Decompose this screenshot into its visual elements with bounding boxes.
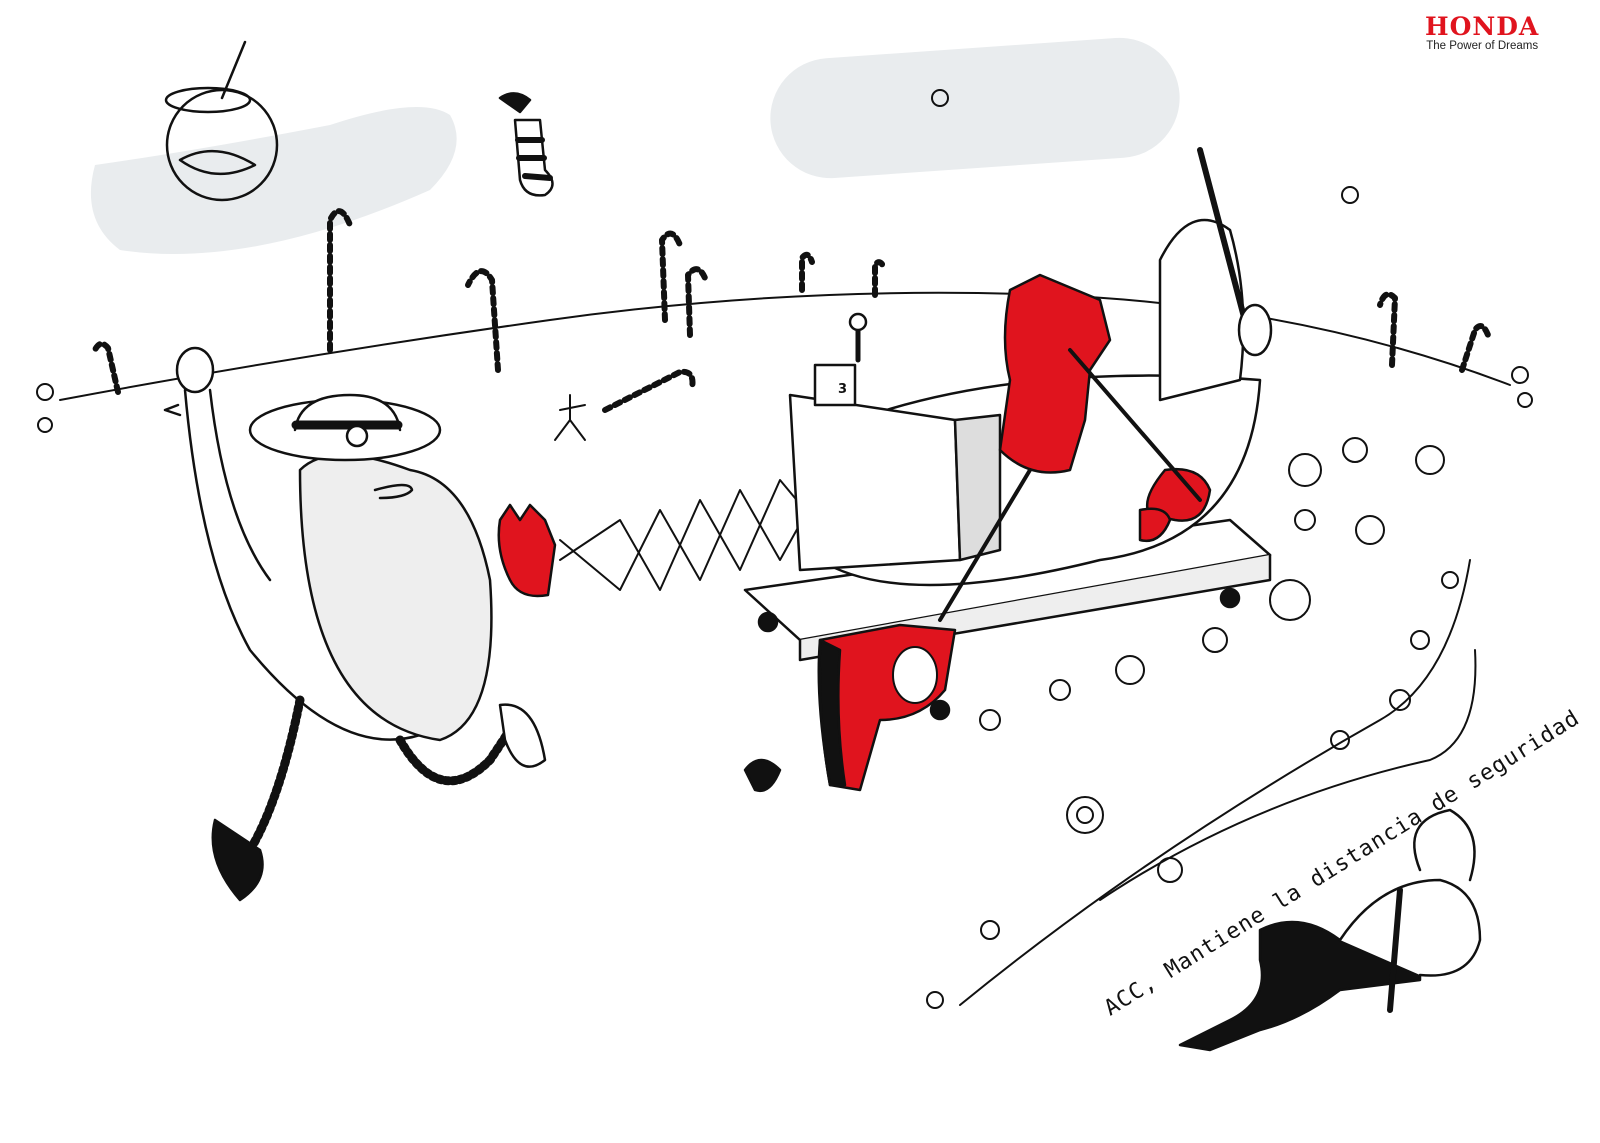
candy-canes xyxy=(91,208,1491,413)
small-elf xyxy=(554,394,586,441)
machine-dial-number: 3 xyxy=(838,382,848,397)
brand-slogan: The Power of Dreams xyxy=(1426,40,1539,52)
dust-clouds xyxy=(979,437,1445,731)
clouds xyxy=(90,37,1180,254)
striped-sock xyxy=(498,92,554,197)
brand-name: HONDA xyxy=(1425,12,1540,41)
red-objects xyxy=(817,273,1212,792)
red-horse-head xyxy=(998,273,1112,474)
cloud-left xyxy=(90,107,457,254)
red-hand xyxy=(497,503,557,598)
lying-man xyxy=(1178,808,1482,1052)
honda-logo: HONDA The Power of Dreams xyxy=(1425,14,1539,53)
red-glove xyxy=(1145,467,1212,522)
swirls xyxy=(36,89,1533,1009)
black-bird xyxy=(743,758,782,793)
horizon-line xyxy=(59,291,1511,401)
bird-with-hat xyxy=(248,393,493,742)
cloud-right xyxy=(770,37,1180,179)
fishbowl xyxy=(164,40,279,202)
bathing-bird xyxy=(1158,147,1273,402)
